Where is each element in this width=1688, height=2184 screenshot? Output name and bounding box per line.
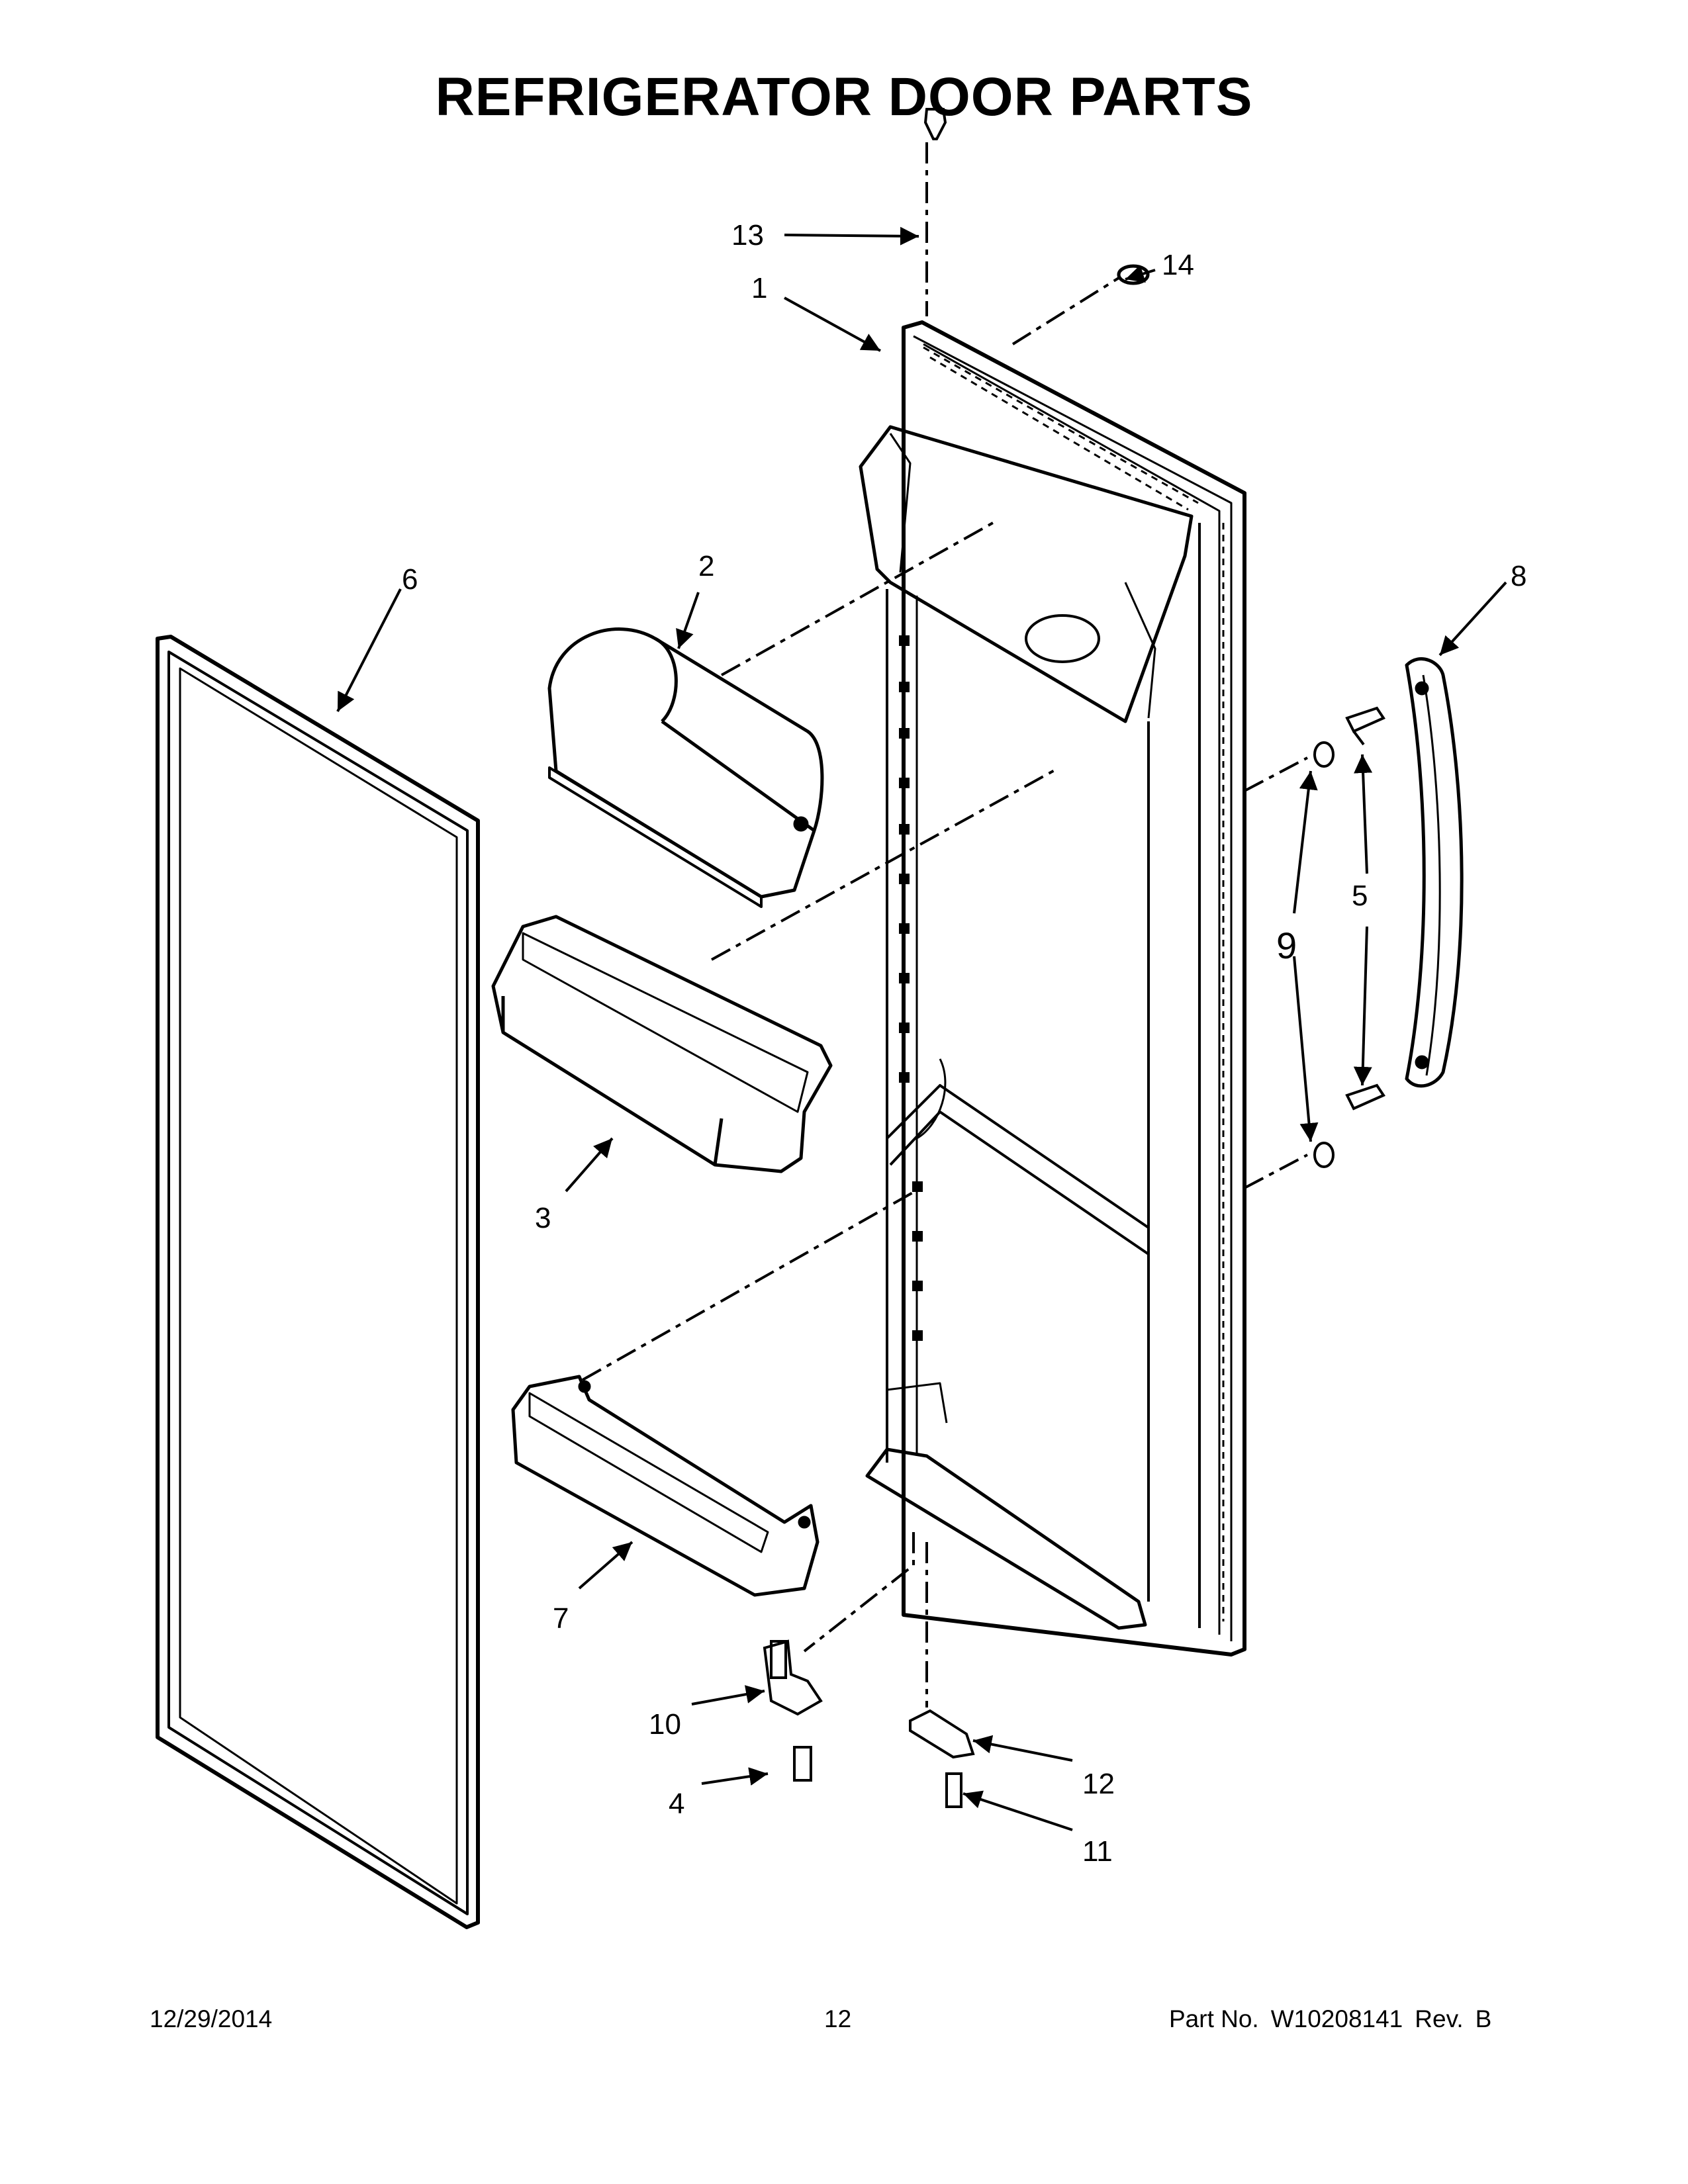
lower-bin-part [511, 1375, 820, 1597]
door-bin-part [491, 915, 833, 1173]
rev-label: Rev. [1415, 2005, 1464, 2032]
part-label: Part No. [1169, 2005, 1259, 2032]
part-number: W10208141 [1270, 2005, 1403, 2032]
footer-page-number: 12 [824, 2005, 852, 2032]
door-liner-part [859, 320, 1246, 1657]
callout-2: 2 [698, 550, 714, 582]
callout-9: 9 [1276, 925, 1297, 966]
callout-14: 14 [1162, 249, 1194, 281]
callout-13: 13 [731, 219, 764, 251]
callout-arrows [336, 226, 1507, 1831]
callout-1: 1 [751, 272, 767, 304]
assembly-lines [582, 142, 1308, 1707]
handle-screws-and-spacers [1313, 706, 1385, 1168]
footer-part-number: Part No. W10208141 Rev. B [1169, 2005, 1503, 2033]
callout-4: 4 [669, 1788, 684, 1820]
callout-6: 6 [402, 563, 418, 596]
callout-5: 5 [1352, 880, 1368, 912]
shelf-support-lugs [899, 635, 923, 1341]
callout-7: 7 [553, 1602, 569, 1635]
dairy-door-part [547, 627, 824, 908]
rev-value: B [1475, 2005, 1492, 2032]
door-handle-part [1405, 657, 1464, 1088]
callout-12: 12 [1082, 1768, 1115, 1800]
door-gasket-part [156, 635, 480, 1929]
hinge-hardware [763, 108, 1150, 1808]
page-title: REFRIGERATOR DOOR PARTS [435, 67, 1253, 127]
callout-8: 8 [1511, 560, 1526, 592]
callout-10: 10 [649, 1708, 681, 1741]
callout-11: 11 [1082, 1835, 1113, 1868]
callout-3: 3 [535, 1202, 551, 1234]
footer-date: 12/29/2014 [150, 2005, 273, 2032]
